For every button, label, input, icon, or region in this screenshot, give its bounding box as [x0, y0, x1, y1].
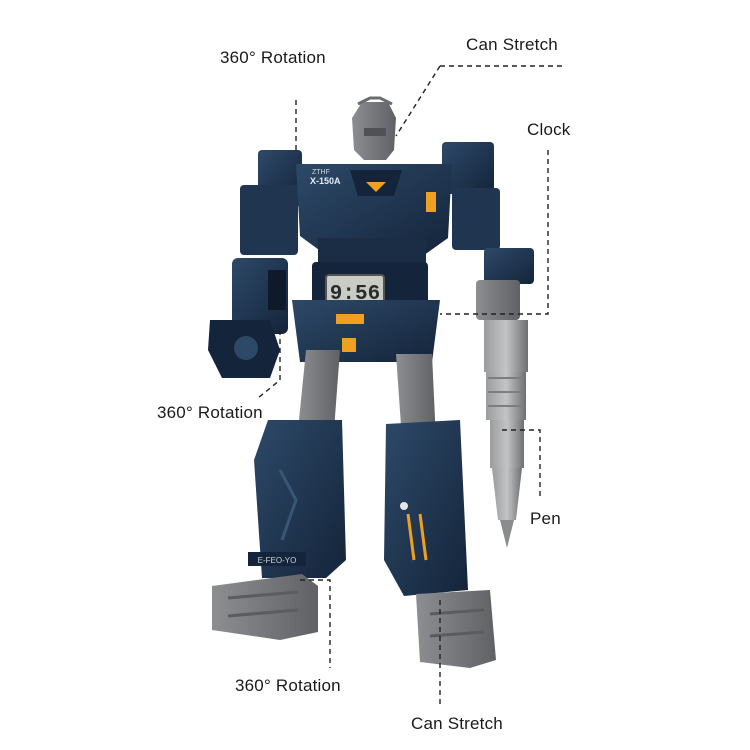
robot-head: [352, 96, 396, 160]
robot-left-arm: [208, 150, 302, 378]
leader-rotation-arm: [257, 330, 281, 399]
callout-pen: Pen: [530, 509, 561, 528]
leg-badge: E-FEO-YO: [258, 556, 297, 565]
callout-stretch-leg: Can Stretch: [411, 714, 503, 733]
leader-stretch-head: [395, 65, 565, 137]
leader-clock: [440, 150, 549, 315]
leader-pen: [502, 429, 541, 500]
robot-right-leg: [384, 420, 496, 668]
callout-rotation-shoulder: 360° Rotation: [220, 48, 326, 67]
callout-rotation-foot: 360° Rotation: [235, 676, 341, 695]
robot-right-arm: [442, 142, 534, 284]
clock-module: 9:56: [292, 262, 440, 362]
callout-clock: Clock: [527, 120, 571, 139]
robot-thighs: [298, 350, 436, 440]
chest-text-2: X-150A: [310, 176, 341, 186]
robot-left-leg: E-FEO-YO: [212, 420, 346, 640]
chest-text-1: ZTHF: [312, 169, 330, 176]
callout-leaders: [257, 65, 565, 706]
pen: [476, 280, 528, 548]
callout-stretch-head: Can Stretch: [466, 35, 558, 54]
robot-torso: ZTHF X-150A: [296, 164, 452, 266]
callout-rotation-arm: 360° Rotation: [157, 403, 263, 422]
leader-rotation-foot: [300, 579, 331, 668]
